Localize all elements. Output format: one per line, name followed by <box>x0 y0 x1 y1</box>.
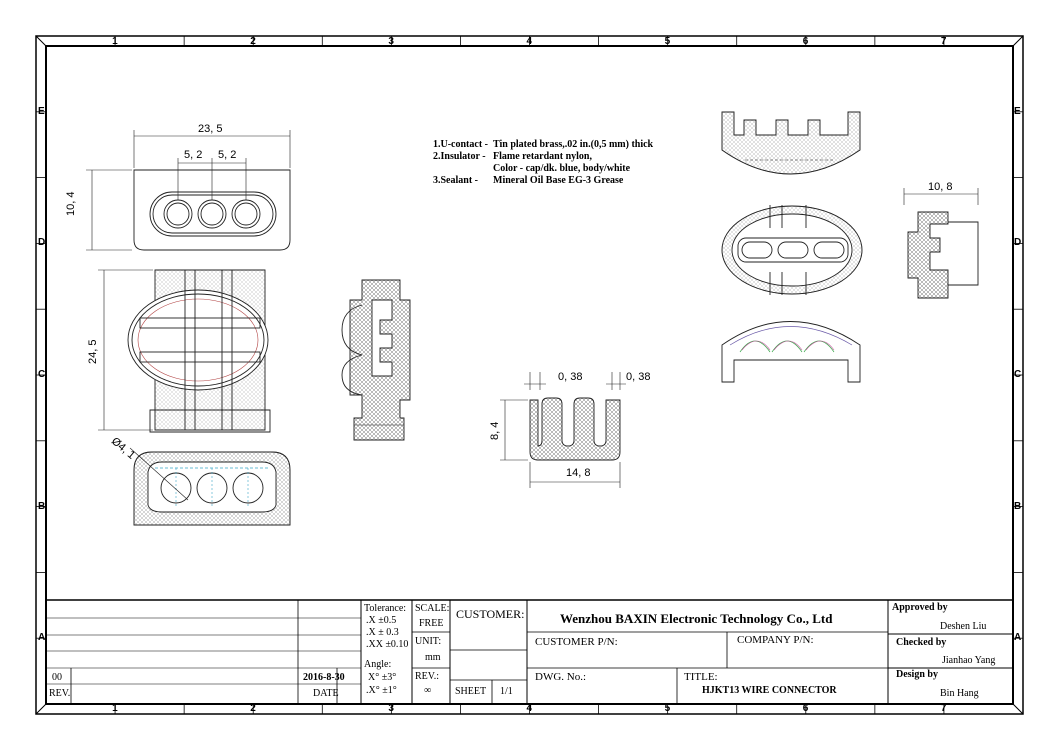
zone-column-label-top: 3 <box>388 36 394 47</box>
scale-value: FREE <box>419 618 444 629</box>
note-2-text-cont: Color - cap/dk. blue, body/white <box>493 163 631 174</box>
tolerance-2: .X ± 0.3 <box>366 627 399 638</box>
note-3-text: Mineral Oil Base EG-3 Grease <box>493 175 624 186</box>
sheet-value: 1/1 <box>500 686 513 697</box>
note-2-text: Flame retardant nylon, <box>493 151 592 162</box>
design-label: Design by <box>896 669 938 680</box>
dim-contact-gap-right: 0, 38 <box>626 371 651 383</box>
unit-label: UNIT: <box>415 636 442 647</box>
zone-column-label-top: 7 <box>940 36 947 47</box>
zone-column-label-top: 6 <box>802 36 809 47</box>
dim-hole-pitch-left: 5, 2 <box>184 149 203 161</box>
company-pn-label: COMPANY P/N: <box>737 634 814 646</box>
rev-value: 00 <box>52 672 62 683</box>
dim-hole-pitch-right: 5, 2 <box>218 149 237 161</box>
note-3-label: 3.Sealant - <box>433 175 478 186</box>
rev-field-label: REV.: <box>415 671 439 682</box>
customer-pn-label: CUSTOMER P/N: <box>535 636 618 648</box>
angle-2: .X° ±1° <box>366 685 397 696</box>
rev-date: 2016-8-30 <box>303 672 345 683</box>
cap-top-view <box>721 111 861 175</box>
sheet-label: SHEET <box>455 686 487 697</box>
cap-bottom-view <box>721 321 861 383</box>
customer-label: CUSTOMER: <box>456 607 525 621</box>
zone-column-label-bottom: 3 <box>388 703 394 714</box>
zone-column-label-bottom: 6 <box>802 703 809 714</box>
top-view <box>86 130 291 251</box>
title-block-grid <box>45 599 1014 705</box>
zone-row-label-right: D <box>1014 237 1022 249</box>
zone-row-label-left: A <box>38 632 46 644</box>
dim-contact-gap-left: 0, 38 <box>558 371 583 383</box>
side-section <box>341 279 411 441</box>
zone-column-label-top: 5 <box>664 36 671 47</box>
zone-column-label-bottom: 2 <box>250 703 256 714</box>
zone-column-label-top: 2 <box>250 36 256 47</box>
rev-column-label: REV. <box>49 688 71 699</box>
angle-1: X° ±3° <box>368 672 397 683</box>
zone-row-label-right: E <box>1014 105 1021 117</box>
tolerance-label: Tolerance: <box>364 603 407 614</box>
approved-by: Deshen Liu <box>940 621 987 632</box>
rev-field-value: ∞ <box>424 685 432 696</box>
zone-row-label-left: B <box>38 500 46 512</box>
zone-column-label-bottom: 7 <box>940 703 947 714</box>
u-contact <box>500 372 626 488</box>
scale-label: SCALE: <box>415 603 450 614</box>
checked-by: Jianhao Yang <box>942 655 996 666</box>
zone-row-label-left: C <box>38 369 46 380</box>
dim-contact-height: 8, 4 <box>489 421 501 440</box>
approved-label: Approved by <box>892 602 948 613</box>
dim-top-width: 23, 5 <box>198 123 223 135</box>
design-by: Bin Hang <box>940 688 979 699</box>
zone-row-label-right: B <box>1014 500 1022 512</box>
zone-row-label-left: D <box>38 237 46 249</box>
tolerance-3: .XX ±0.10 <box>366 639 409 650</box>
note-1-text: Tin plated brass,.02 in.(0,5 mm) thick <box>493 139 654 150</box>
zone-column-label-top: 4 <box>526 36 533 47</box>
zone-row-label-right: A <box>1014 632 1022 644</box>
company-name: Wenzhou BAXIN Electronic Technology Co.,… <box>560 611 833 626</box>
dim-body-height: 24, 5 <box>87 339 99 364</box>
unit-value: mm <box>425 652 441 663</box>
dim-contact-width: 14, 8 <box>566 467 591 479</box>
date-column-label: DATE <box>313 688 339 699</box>
tolerance-1: .X ±0.5 <box>366 615 397 626</box>
dwg-no-label: DWG. No.: <box>535 671 587 683</box>
cap-oval-view <box>721 205 863 295</box>
title-value: HJKT13 WIRE CONNECTOR <box>702 685 837 696</box>
zone-row-label-left: E <box>38 105 45 117</box>
zone-ticks <box>36 36 1023 714</box>
cap-side-view <box>903 188 979 299</box>
angle-label: Angle: <box>364 659 392 670</box>
zone-column-label-bottom: 4 <box>526 703 533 714</box>
checked-label: Checked by <box>896 637 947 648</box>
title-label: TITLE: <box>684 671 718 683</box>
bottom-view <box>129 447 291 526</box>
zone-column-label-top: 1 <box>112 36 118 47</box>
front-view <box>98 269 271 433</box>
note-2-label: 2.Insulator - <box>433 151 486 162</box>
zone-row-label-right: C <box>1014 369 1022 380</box>
note-1-label: 1.U-contact - <box>433 139 488 150</box>
dim-top-height: 10, 4 <box>65 191 77 216</box>
zone-column-label-bottom: 5 <box>664 703 671 714</box>
dim-side-width: 10, 8 <box>928 181 953 193</box>
zone-column-label-bottom: 1 <box>112 703 118 714</box>
